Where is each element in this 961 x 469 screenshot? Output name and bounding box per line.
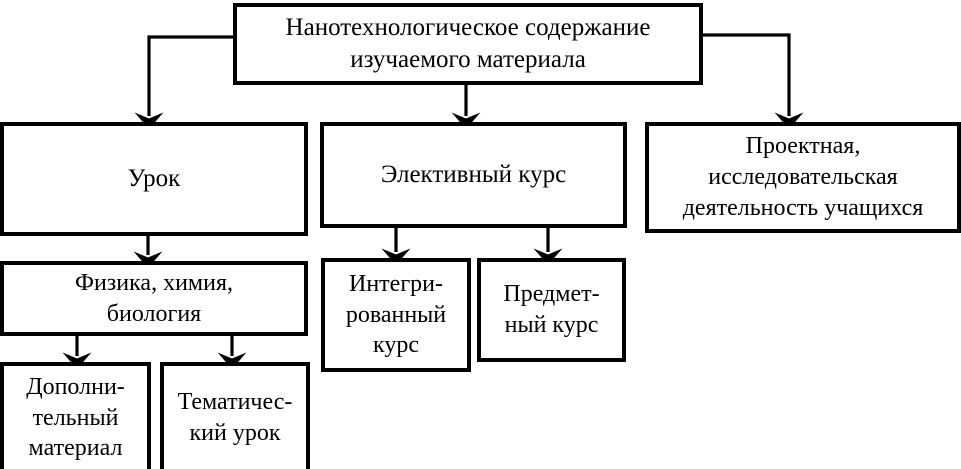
node-lesson[interactable]: Урок <box>0 122 308 236</box>
node-root-nanotech-content[interactable]: Нанотехнологическое содержание изучаемог… <box>233 3 703 85</box>
node-subject-course[interactable]: Предмет- ный курс <box>477 258 626 362</box>
node-physics-chemistry-biology[interactable]: Физика, химия, биология <box>0 261 308 336</box>
node-subject-label: Предмет- ный курс <box>503 281 600 338</box>
node-elective-label: Элективный курс <box>380 161 567 188</box>
node-thematic-label: Тематичес- кий урок <box>177 389 293 446</box>
node-elective-course[interactable]: Элективный курс <box>320 122 627 228</box>
node-project-label: Проектная, исследовательская деятельност… <box>682 133 924 221</box>
node-integrated-label: Интегри- рованный курс <box>345 270 447 359</box>
node-integrated-course[interactable]: Интегри- рованный курс <box>321 258 471 372</box>
edge-root-to-lesson <box>134 35 233 130</box>
node-lesson-label: Урок <box>127 165 181 192</box>
node-root-label: Нанотехнологическое содержание изучаемог… <box>285 14 651 73</box>
node-sciences-label: Физика, химия, биология <box>75 269 233 327</box>
node-extra-label: Дополни- тельный материал <box>26 373 125 462</box>
node-additional-material[interactable]: Дополни- тельный материал <box>0 362 151 469</box>
edge-root-to-project <box>703 33 804 130</box>
node-thematic-lesson[interactable]: Тематичес- кий урок <box>160 362 310 469</box>
node-project-research-activity[interactable]: Проектная, исследовательская деятельност… <box>645 122 961 233</box>
